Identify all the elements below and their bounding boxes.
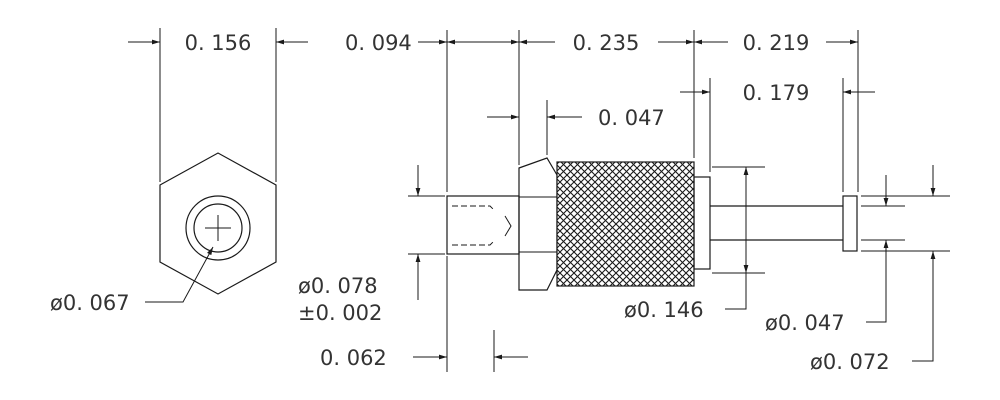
- dim-pin-leader: [866, 272, 887, 323]
- dim-146-leader: [725, 273, 747, 310]
- head-dia-label: ø0. 072: [810, 350, 890, 374]
- hex-outline: [159, 152, 277, 295]
- dim-head-leader: [912, 290, 934, 362]
- collar: [693, 176, 711, 270]
- tip-hidden-top: [452, 205, 495, 211]
- end-view: 0. 156 ø0. 067: [50, 28, 308, 315]
- tip-hidden-bottom: [452, 240, 495, 246]
- hex-thickness-label: 0. 047: [598, 106, 665, 130]
- pin-head: [842, 195, 858, 252]
- knurl-length-label: 0. 235: [573, 31, 640, 55]
- pin-dia-label: ø0. 047: [765, 311, 845, 335]
- bore-leader: [145, 246, 214, 303]
- tip-tol-label: ±0. 002: [298, 301, 382, 325]
- tip-chamfer-mark: [504, 215, 512, 237]
- knurled-body: [556, 161, 695, 287]
- pin-shank-label: 0. 179: [743, 81, 810, 105]
- pin-overall-label: 0. 219: [743, 31, 810, 55]
- chamfer-label: 0. 062: [320, 346, 387, 370]
- hex-bore: [193, 203, 243, 253]
- tip-length-label: 0. 094: [345, 31, 412, 55]
- hex-body: [518, 157, 558, 291]
- hex-width-label: 0. 156: [185, 31, 252, 55]
- bore-dia-label: ø0. 067: [50, 291, 130, 315]
- knurl-dia-label: ø0. 146: [624, 298, 704, 322]
- hex-outer-ring: [185, 195, 251, 261]
- tip-dia-label: ø0. 078: [298, 274, 378, 298]
- side-view: 0. 094 0. 235 0. 219 0. 179 0. 047 ø0. 0…: [298, 30, 950, 374]
